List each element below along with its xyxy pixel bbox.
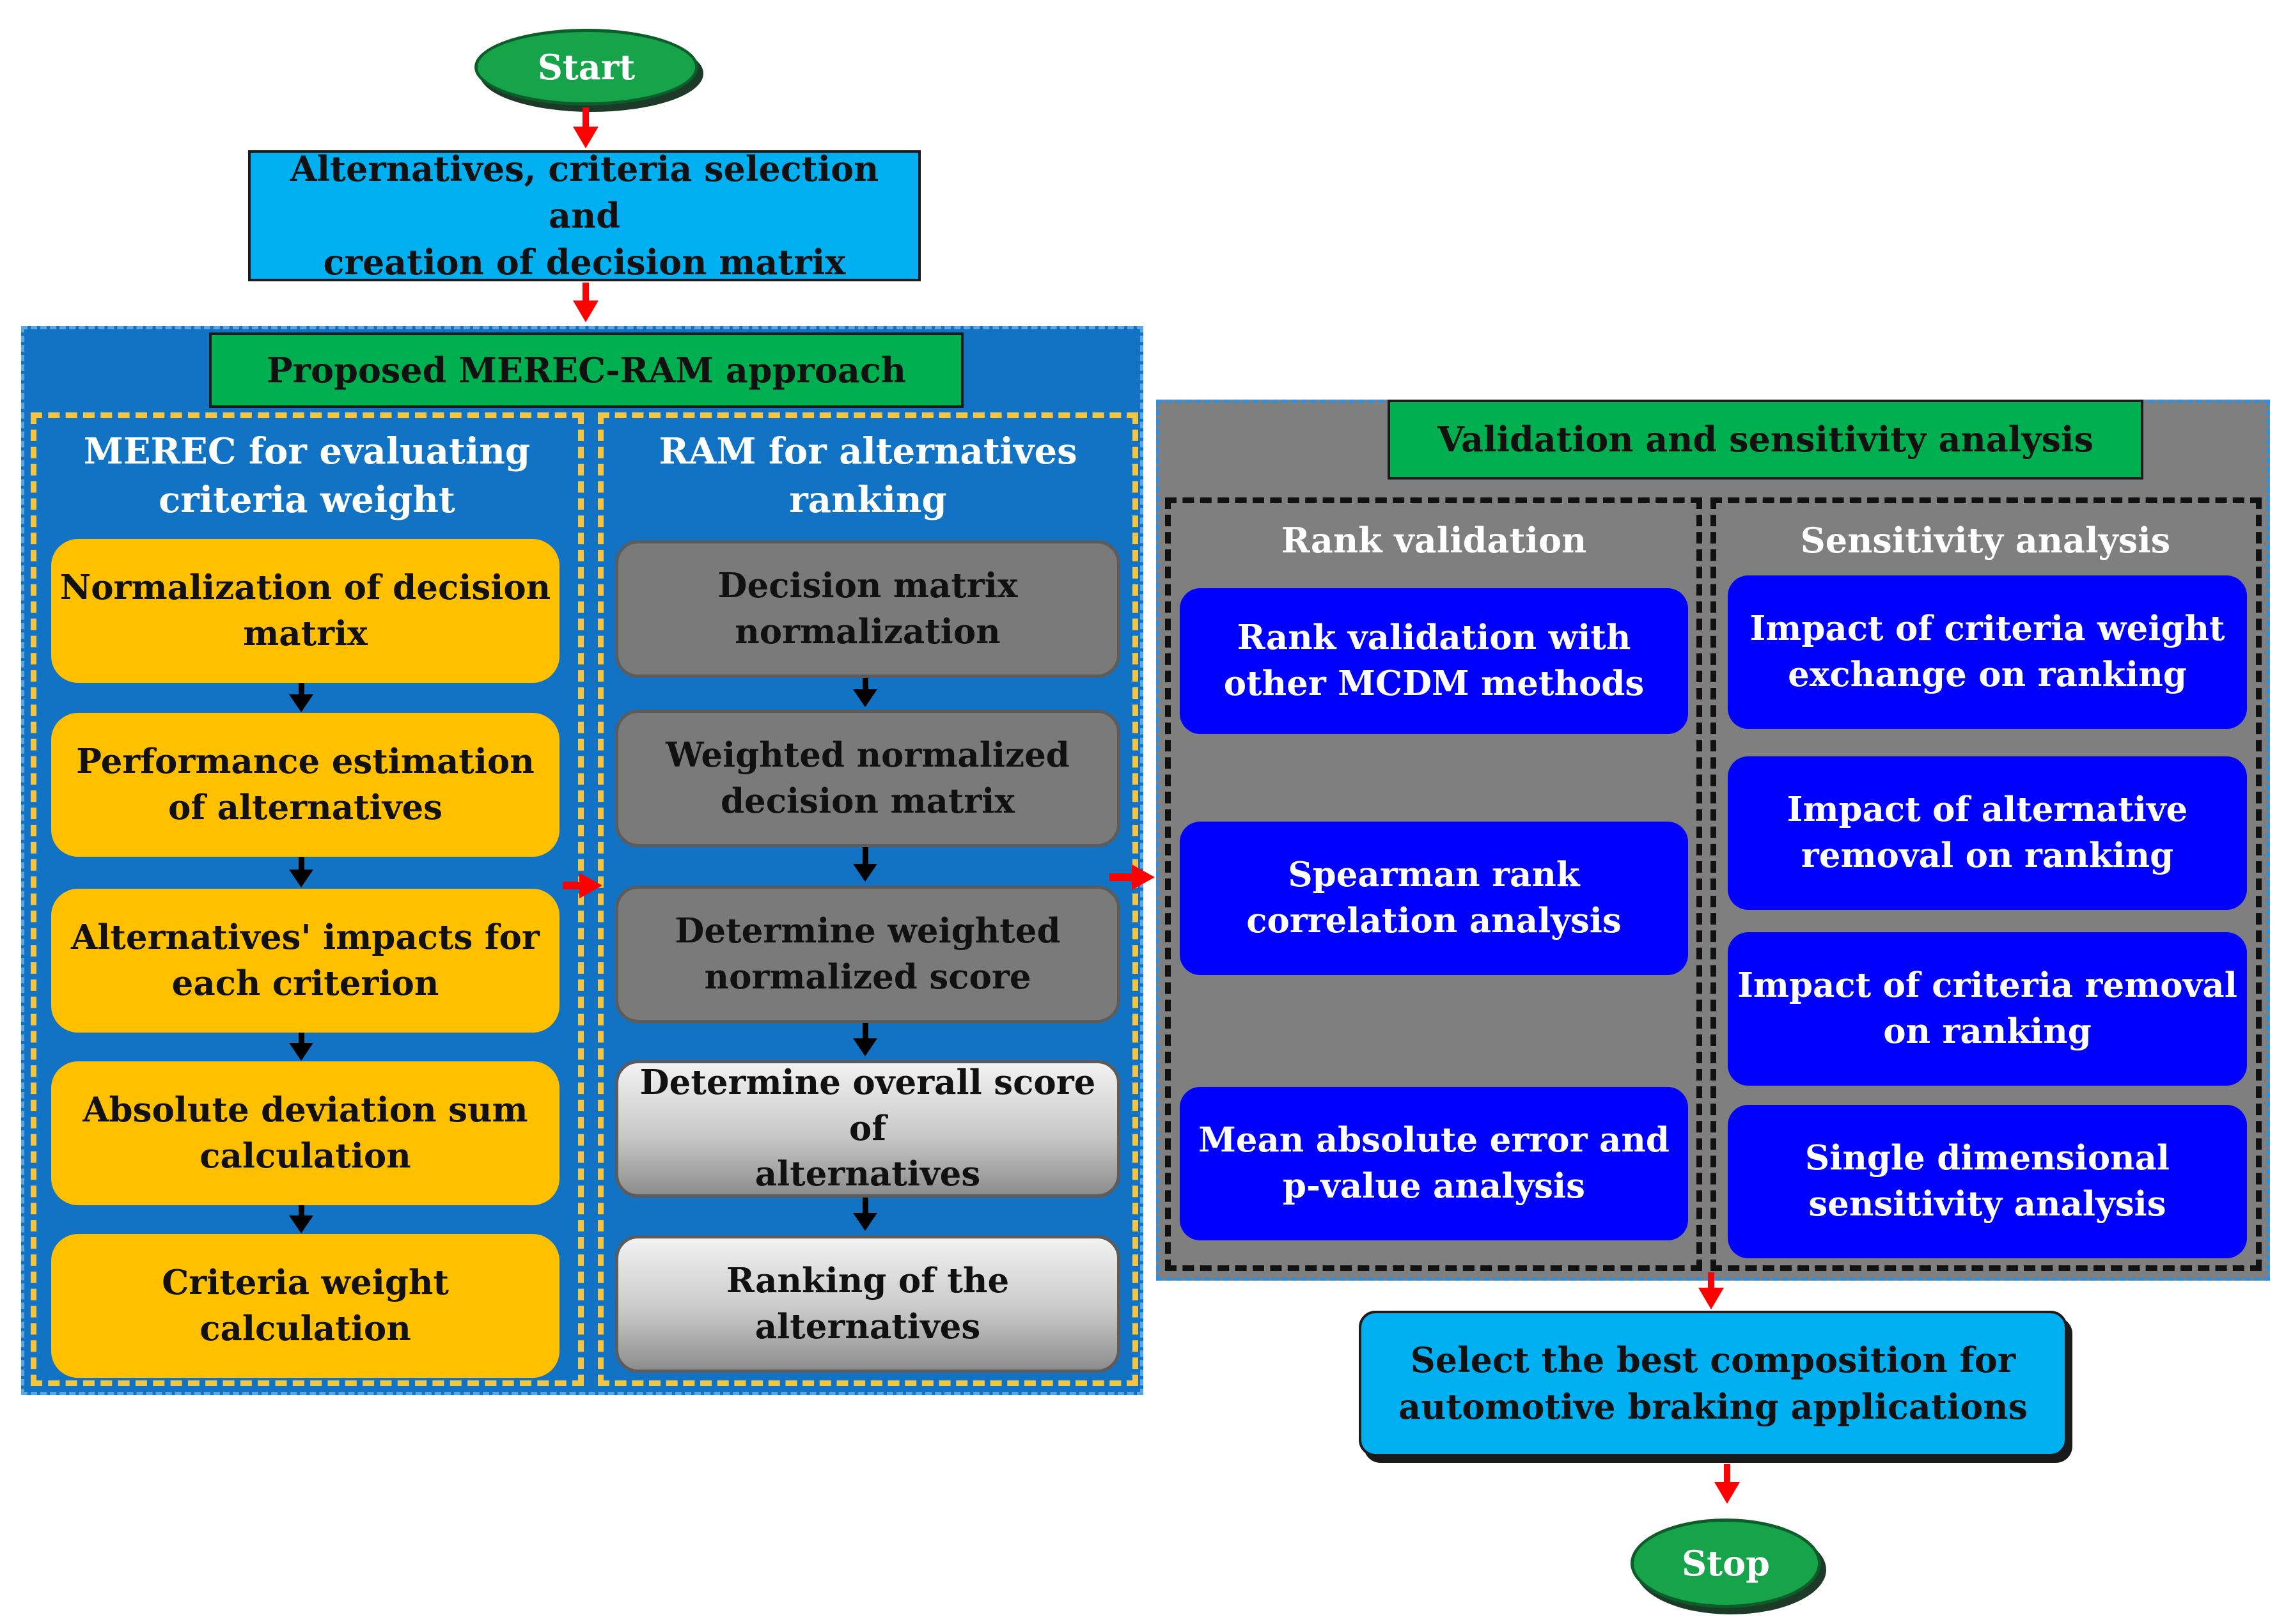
arrow-head xyxy=(1132,864,1155,890)
merec-column xyxy=(31,412,584,1386)
rank-validation-column xyxy=(1165,497,1702,1271)
arrow-ram-3-4 xyxy=(863,1023,868,1041)
merec-step-text: Performance estimation of alternatives xyxy=(76,741,535,827)
merec-step-text: Criteria weight calculation xyxy=(162,1262,449,1348)
arrow-head xyxy=(289,870,313,887)
approach-title-box: Proposed MEREC-RAM approach xyxy=(209,332,964,408)
arrow-head xyxy=(1698,1288,1724,1309)
arrow-result-to-stop xyxy=(1724,1464,1730,1486)
ram-step-normalization: Decision matrix normalization xyxy=(615,540,1120,678)
start-label: Start xyxy=(537,46,636,88)
sens-item-single-dimensional: Single dimensional sensitivity analysis xyxy=(1728,1105,2247,1258)
merec-heading-text: MEREC for evaluating criteria weight xyxy=(83,430,531,521)
result-label: Select the best composition for automoti… xyxy=(1398,1339,2028,1427)
merec-step-text: Absolute deviation sum calculation xyxy=(82,1089,528,1176)
arrow-input-to-approach xyxy=(583,283,589,304)
merec-heading: MEREC for evaluating criteria weight xyxy=(38,425,575,527)
merec-step-normalization: Normalization of decision matrix xyxy=(51,539,559,683)
ram-heading: RAM for alternatives ranking xyxy=(604,425,1132,527)
arrow-head xyxy=(853,1038,877,1056)
merec-step-deviation: Absolute deviation sum calculation xyxy=(51,1061,559,1205)
ram-step-text: Ranking of the alternatives xyxy=(726,1260,1010,1347)
arrow-head xyxy=(853,864,877,882)
input-selection-label: Alternatives, criteria selection and cre… xyxy=(290,148,879,283)
sensitivity-heading: Sensitivity analysis xyxy=(1720,511,2251,569)
arrow-head xyxy=(1714,1482,1740,1504)
validation-title-box: Validation and sensitivity analysis xyxy=(1388,400,2143,480)
rank-item-mae: Mean absolute error and p-value analysis xyxy=(1180,1087,1688,1240)
stop-terminal: Stop xyxy=(1631,1519,1821,1608)
arrow-head xyxy=(289,1043,313,1061)
ram-step-text: Weighted normalized decision matrix xyxy=(666,735,1070,821)
sens-item-text: Impact of criteria removal on ranking xyxy=(1737,965,2237,1051)
sens-item-text: Impact of criteria weight exchange on ra… xyxy=(1749,609,2225,694)
ram-step-ranking: Ranking of the alternatives xyxy=(615,1235,1120,1373)
ram-step-text: Determine weighted normalized score xyxy=(675,910,1061,997)
sens-item-weight-exchange: Impact of criteria weight exchange on ra… xyxy=(1728,575,2247,729)
sensitivity-column xyxy=(1710,497,2262,1271)
arrow-merec-2-3 xyxy=(299,857,304,872)
merec-step-weight: Criteria weight calculation xyxy=(51,1234,559,1378)
arrow-head xyxy=(573,127,599,148)
merec-step-text: Normalization of decision matrix xyxy=(59,567,551,653)
arrow-head xyxy=(579,873,602,898)
arrow-ram-1-2 xyxy=(863,678,868,692)
input-selection-box: Alternatives, criteria selection and cre… xyxy=(248,148,921,283)
ram-step-weighted-matrix: Weighted normalized decision matrix xyxy=(615,710,1120,847)
arrow-ram-2-3 xyxy=(863,847,868,866)
sensitivity-heading-text: Sensitivity analysis xyxy=(1800,519,2171,561)
rank-validation-heading: Rank validation xyxy=(1173,511,1694,569)
ram-step-text: Decision matrix normalization xyxy=(717,565,1018,652)
arrow-head xyxy=(573,301,599,322)
arrow-merec-1-2 xyxy=(299,683,304,697)
arrow-merec-4-5 xyxy=(299,1205,304,1218)
rank-validation-heading-text: Rank validation xyxy=(1281,519,1587,561)
ram-column xyxy=(598,412,1138,1386)
stop-label: Stop xyxy=(1682,1542,1770,1584)
result-box: Select the best composition for automoti… xyxy=(1359,1311,2067,1456)
ram-step-weighted-score: Determine weighted normalized score xyxy=(615,886,1120,1023)
approach-title: Proposed MEREC-RAM approach xyxy=(267,349,906,391)
validation-title: Validation and sensitivity analysis xyxy=(1437,419,2093,460)
sens-item-text: Impact of alternative removal on ranking xyxy=(1787,790,2188,875)
merec-step-text: Alternatives' impacts for each criterion xyxy=(71,917,540,1003)
arrow-merec-to-ram xyxy=(563,882,582,889)
rank-item-spearman: Spearman rank correlation analysis xyxy=(1180,822,1688,975)
rank-item-mcdm: Rank validation with other MCDM methods xyxy=(1180,588,1688,734)
sens-item-alternative-removal: Impact of alternative removal on ranking xyxy=(1728,756,2247,910)
merec-step-performance: Performance estimation of alternatives xyxy=(51,713,559,857)
sens-item-criteria-removal: Impact of criteria removal on ranking xyxy=(1728,932,2247,1086)
ram-step-overall-score: Determine overall score of alternatives xyxy=(615,1060,1120,1198)
ram-heading-text: RAM for alternatives ranking xyxy=(659,430,1077,521)
rank-item-text: Mean absolute error and p-value analysis xyxy=(1198,1120,1670,1206)
merec-step-impacts: Alternatives' impacts for each criterion xyxy=(51,889,559,1033)
rank-item-text: Rank validation with other MCDM methods xyxy=(1223,618,1645,703)
arrow-head xyxy=(853,689,877,707)
sens-item-text: Single dimensional sensitivity analysis xyxy=(1804,1138,2170,1224)
arrow-validation-to-result xyxy=(1708,1272,1714,1290)
rank-item-text: Spearman rank correlation analysis xyxy=(1246,855,1622,941)
arrow-start-to-input xyxy=(583,107,589,129)
arrow-merec-3-4 xyxy=(299,1033,304,1045)
arrow-head xyxy=(853,1213,877,1231)
start-terminal: Start xyxy=(474,29,698,105)
ram-step-text: Determine overall score of alternatives xyxy=(639,1063,1096,1194)
arrow-head xyxy=(289,1215,313,1233)
arrow-head xyxy=(289,694,313,712)
arrow-ram-to-validation xyxy=(1109,873,1135,881)
arrow-ram-4-5 xyxy=(863,1198,868,1215)
